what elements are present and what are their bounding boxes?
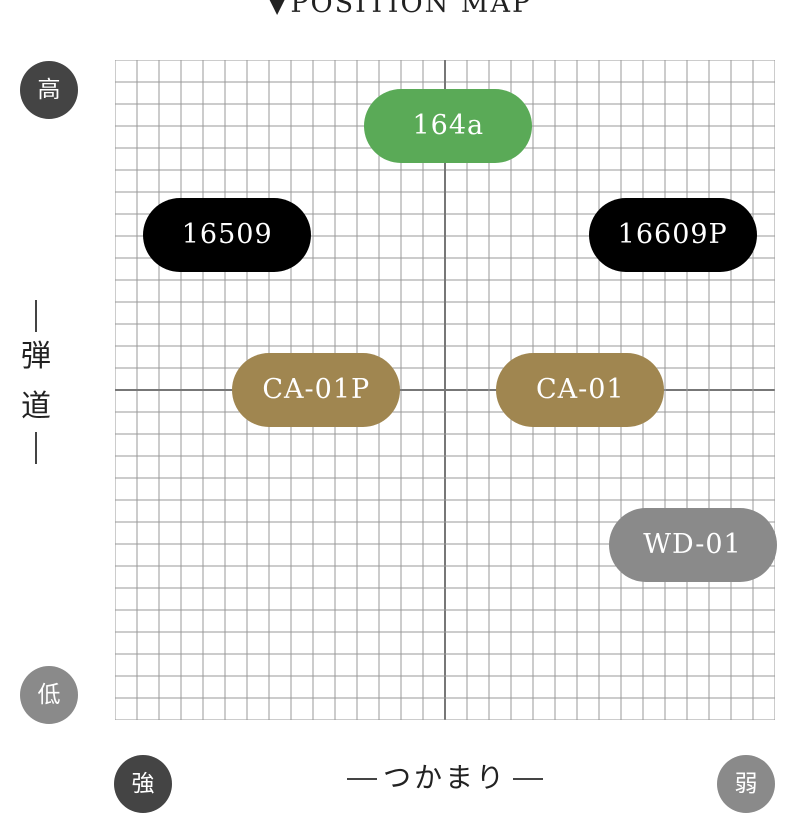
position-point-ca-01: CA-01	[496, 353, 665, 427]
position-point-ca-01p: CA-01P	[232, 353, 401, 427]
y-axis-high-badge: 高	[20, 61, 78, 119]
position-point-16609p: 16609P	[588, 197, 757, 272]
y-axis-low-badge: 低	[20, 666, 78, 724]
y-axis-dash-bottom	[35, 432, 37, 464]
x-axis-strong-badge: 強	[114, 755, 172, 813]
x-axis-weak-badge: 弱	[717, 755, 775, 813]
y-axis-label-char-1: 弾	[21, 339, 51, 374]
x-axis-label-text: つかまり	[382, 761, 507, 794]
chart-title: ▼POSITION MAP	[0, 0, 800, 19]
x-axis-dash-right	[513, 778, 543, 780]
position-point-16509: 16509	[143, 197, 312, 272]
position-point-164a: 164a	[364, 89, 533, 163]
triangle-down-icon: ▼	[267, 0, 289, 18]
chart-title-text: POSITION MAP	[290, 0, 533, 19]
x-axis-label: つかまり	[300, 756, 590, 796]
y-axis-dash-top	[35, 300, 37, 332]
x-axis-dash-left	[346, 778, 377, 780]
y-axis-label-char-2: 道	[21, 389, 51, 424]
y-axis-label: 弾 道	[14, 300, 58, 464]
position-point-wd-01: WD-01	[608, 508, 777, 583]
